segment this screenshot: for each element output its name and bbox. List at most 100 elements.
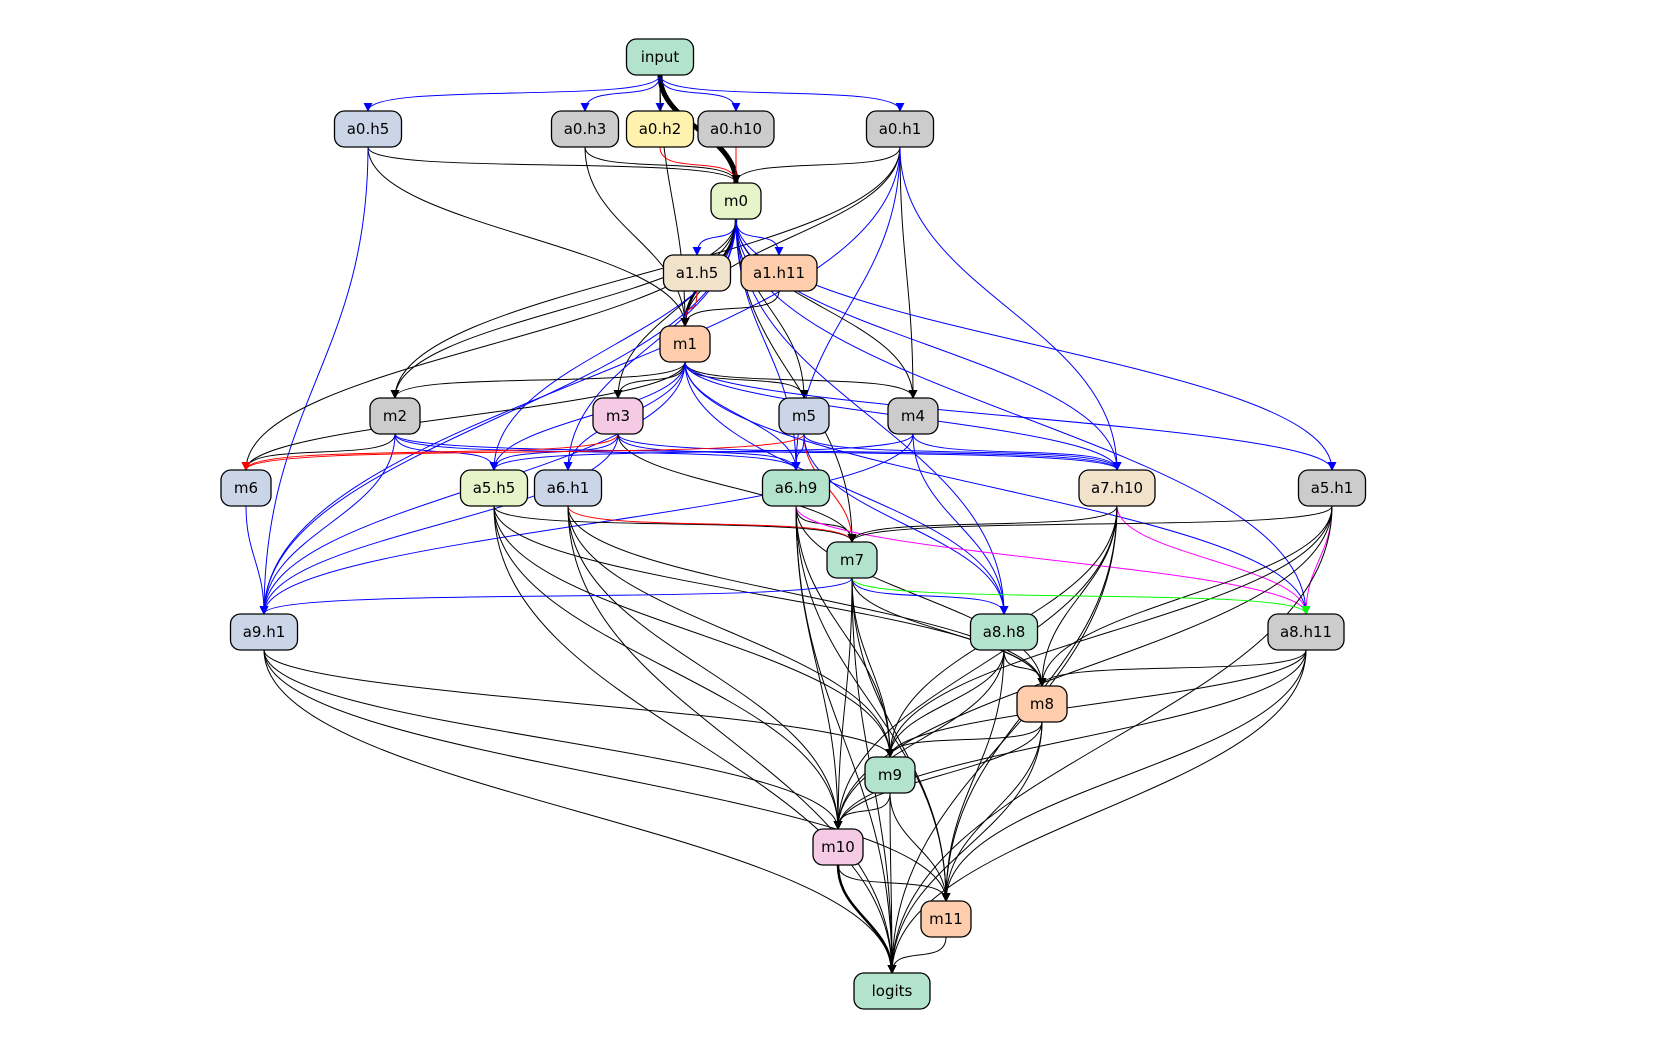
edge-line (617, 433, 857, 543)
node-label: a0.h2 (639, 120, 682, 138)
edge-m4-to-a8-h8 (912, 433, 1009, 615)
edge-line (684, 361, 918, 399)
edge-line (833, 577, 853, 830)
node-box (887, 397, 939, 435)
edge-line (659, 74, 741, 112)
edge-m1-to-a8-h11 (684, 361, 1311, 615)
node-m8[interactable]: m8 (1016, 685, 1068, 723)
node-a0-h3[interactable]: a0.h3 (550, 110, 620, 148)
node-input[interactable]: input (625, 38, 695, 76)
edge-line (567, 505, 897, 974)
edge-m8-to-m9 (885, 721, 1043, 758)
node-m10[interactable]: m10 (812, 828, 864, 866)
edge-line (241, 433, 396, 471)
node-box (220, 469, 272, 507)
edge-a5-h1-to-m7 (847, 505, 1333, 543)
edge-a0-h1-to-m4 (899, 146, 918, 399)
edge-a6-h9-to-logits (795, 505, 897, 974)
edge-line (833, 649, 1005, 830)
node-a8-h8[interactable]: a8.h8 (969, 613, 1039, 651)
node-a8-h11[interactable]: a8.h11 (1267, 613, 1345, 651)
edge-m0-to-m3 (613, 218, 737, 399)
node-label: a5.h1 (1311, 479, 1354, 497)
edge-m0-to-m2 (390, 218, 737, 399)
node-a6-h9[interactable]: a6.h9 (761, 469, 831, 507)
edge-line (885, 649, 1005, 758)
node-label: logits (872, 982, 913, 1000)
node-label: a5.h5 (473, 479, 516, 497)
edge-line (259, 146, 369, 615)
node-logits[interactable]: logits (853, 972, 931, 1010)
node-m9[interactable]: m9 (864, 756, 916, 794)
node-m11[interactable]: m11 (920, 900, 972, 938)
node-box (740, 254, 818, 292)
node-label: m0 (724, 192, 748, 210)
node-label: a1.h5 (676, 264, 719, 282)
node-a6-h1[interactable]: a6.h1 (533, 469, 603, 507)
node-label: a7.h10 (1091, 479, 1143, 497)
node-m4[interactable]: m4 (887, 397, 939, 435)
node-a5-h5[interactable]: a5.h5 (459, 469, 529, 507)
node-label: a6.h9 (775, 479, 818, 497)
edge-line (259, 433, 619, 615)
edge-a6-h1-to-m9 (567, 505, 895, 758)
edge-line (245, 505, 269, 615)
node-m1[interactable]: m1 (659, 325, 711, 363)
edge-line (363, 74, 661, 112)
edge-line (259, 433, 396, 615)
edge-a5-h1-to-logits (887, 505, 1333, 974)
edge-a9-h1-to-m10 (263, 649, 843, 830)
edge-line (684, 361, 1009, 615)
node-label: m8 (1030, 695, 1054, 713)
edge-line (941, 649, 1005, 902)
node-box (920, 900, 972, 938)
edge-line (680, 146, 901, 327)
node-box (761, 469, 831, 507)
node-m3[interactable]: m3 (592, 397, 644, 435)
edge-a6-h1-to-m8 (567, 505, 1047, 687)
node-m5[interactable]: m5 (778, 397, 830, 435)
edge-a7-h10-to-m10 (833, 505, 1118, 830)
edge-line (851, 577, 1047, 687)
node-box (1267, 613, 1345, 651)
node-a0-h10[interactable]: a0.h10 (697, 110, 775, 148)
node-a0-h2[interactable]: a0.h2 (625, 110, 695, 148)
nodes-layer: input a0.h5 a0.h3 a0.h2 a0.h10 a0.h1 m0 a1.h5 a1… (220, 38, 1367, 1010)
edge-a9-h1-to-m9 (263, 649, 895, 758)
node-label: m9 (878, 766, 902, 784)
node-a0-h1[interactable]: a0.h1 (865, 110, 935, 148)
node-a9-h1[interactable]: a9.h1 (229, 613, 299, 651)
node-box (662, 254, 732, 292)
node-a7-h10[interactable]: a7.h10 (1078, 469, 1156, 507)
edge-a8-h8-to-m11 (941, 649, 1005, 902)
node-m6[interactable]: m6 (220, 469, 272, 507)
node-box (1297, 469, 1367, 507)
node-box (625, 38, 695, 76)
node-label: a6.h1 (547, 479, 590, 497)
node-box (710, 182, 762, 220)
edge-line (803, 433, 1122, 471)
edge-a5-h5-to-m10 (493, 505, 843, 830)
edge-line (584, 146, 741, 184)
node-a5-h1[interactable]: a5.h1 (1297, 469, 1367, 507)
node-box (229, 613, 299, 651)
edge-line (885, 721, 1043, 758)
edge-line (847, 505, 1118, 543)
edge-line (580, 74, 661, 112)
edge-line (394, 433, 1122, 471)
node-box (459, 469, 529, 507)
node-a1-h11[interactable]: a1.h11 (740, 254, 818, 292)
edge-m1-to-m6 (241, 361, 686, 471)
edge-line (1037, 505, 1333, 687)
node-m0[interactable]: m0 (710, 182, 762, 220)
node-box (1016, 685, 1068, 723)
node-a1-h5[interactable]: a1.h5 (662, 254, 732, 292)
node-m7[interactable]: m7 (826, 541, 878, 579)
edge-line (833, 505, 1118, 830)
edge-a5-h1-to-m9 (885, 505, 1333, 758)
node-a0-h5[interactable]: a0.h5 (333, 110, 403, 148)
edge-line (684, 361, 1337, 471)
edge-line (941, 721, 1043, 902)
edge-line (851, 577, 1009, 615)
node-m2[interactable]: m2 (369, 397, 421, 435)
